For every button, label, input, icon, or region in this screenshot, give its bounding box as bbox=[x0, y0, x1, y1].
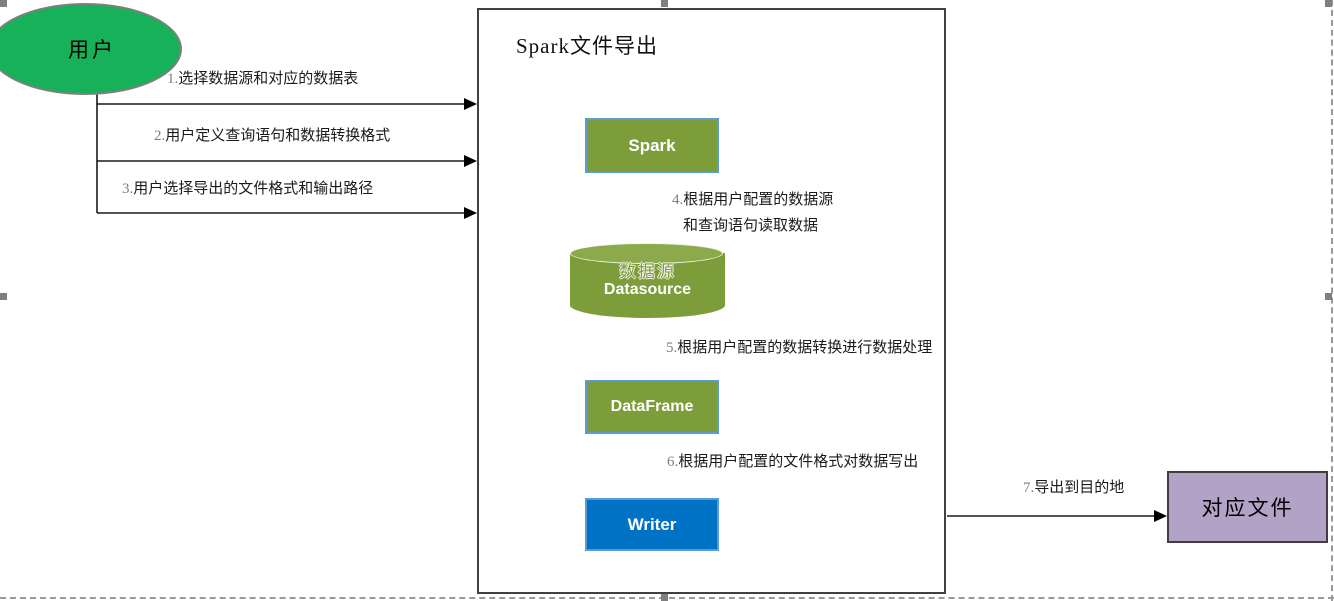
selection-handle-left-middle[interactable] bbox=[0, 293, 7, 300]
arrow-2-text: 用户定义查询语句和数据转换格式 bbox=[165, 128, 391, 144]
arrow-3-label: 3.用户选择导出的文件格式和输出路径 bbox=[122, 177, 373, 198]
selection-handle-top-right[interactable] bbox=[1325, 0, 1332, 7]
datasource-label-cn: 数据源 bbox=[619, 262, 676, 281]
cylinder-top-ellipse bbox=[570, 243, 723, 264]
arrow-5-number: 5. bbox=[666, 340, 678, 356]
arrow-2-label: 2.用户定义查询语句和数据转换格式 bbox=[154, 124, 390, 145]
writer-node-label: Writer bbox=[627, 514, 677, 534]
user-ellipse-node[interactable]: 用户 bbox=[0, 3, 182, 95]
spark-node-label: Spark bbox=[628, 135, 676, 155]
dataframe-node[interactable]: DataFrame bbox=[585, 380, 719, 434]
dest-file-label: 对应文件 bbox=[1201, 496, 1294, 520]
dataframe-node-label: DataFrame bbox=[610, 398, 694, 415]
arrow-1-head bbox=[464, 98, 477, 110]
writer-node[interactable]: Writer bbox=[585, 498, 719, 551]
arrow-3-head bbox=[464, 207, 477, 219]
dest-file-node[interactable]: 对应文件 bbox=[1167, 471, 1328, 543]
arrow-1-text: 选择数据源和对应的数据表 bbox=[178, 71, 359, 87]
arrow-2-number: 2. bbox=[154, 128, 166, 144]
arrow-5-text: 根据用户配置的数据转换进行数据处理 bbox=[677, 340, 933, 356]
arrow-7-label: 7.导出到目的地 bbox=[1023, 476, 1124, 497]
selection-border-right bbox=[1331, 0, 1333, 601]
container-title: Spark文件导出 bbox=[516, 34, 658, 58]
selection-handle-bottom-center[interactable] bbox=[661, 594, 668, 601]
arrow-3-text: 用户选择导出的文件格式和输出路径 bbox=[133, 181, 374, 197]
spark-node[interactable]: Spark bbox=[585, 118, 719, 173]
arrow-6-text: 根据用户配置的文件格式对数据写出 bbox=[678, 454, 919, 470]
arrow-7-number: 7. bbox=[1023, 480, 1035, 496]
arrow-1-number: 1. bbox=[167, 71, 179, 87]
arrow-7-text: 导出到目的地 bbox=[1034, 480, 1125, 496]
arrow-4-number: 4. bbox=[672, 192, 684, 208]
arrow-6-number: 6. bbox=[667, 454, 679, 470]
arrow-1-label: 1.选择数据源和对应的数据表 bbox=[167, 67, 358, 88]
selection-handle-right-middle[interactable] bbox=[1325, 293, 1332, 300]
arrow-4-text-line1: 根据用户配置的数据源 bbox=[683, 192, 834, 208]
arrow-6-label: 6.根据用户配置的文件格式对数据写出 bbox=[667, 450, 918, 471]
datasource-cylinder-node[interactable]: 数据源 Datasource bbox=[570, 243, 725, 318]
arrow-7-head bbox=[1154, 510, 1167, 522]
selection-handle-top-center[interactable] bbox=[661, 0, 668, 7]
selection-handle-top-left[interactable] bbox=[0, 0, 7, 7]
arrow-5-label: 5.根据用户配置的数据转换进行数据处理 bbox=[666, 336, 932, 357]
user-label: 用户 bbox=[68, 38, 116, 62]
arrow-3-number: 3. bbox=[122, 181, 134, 197]
arrow-4-text-line2: 和查询语句读取数据 bbox=[683, 218, 819, 234]
arrow-4-label: 4.根据用户配置的数据源 和查询语句读取数据 bbox=[672, 187, 833, 239]
datasource-label-en: Datasource bbox=[603, 281, 692, 298]
arrow-2-head bbox=[464, 155, 477, 167]
